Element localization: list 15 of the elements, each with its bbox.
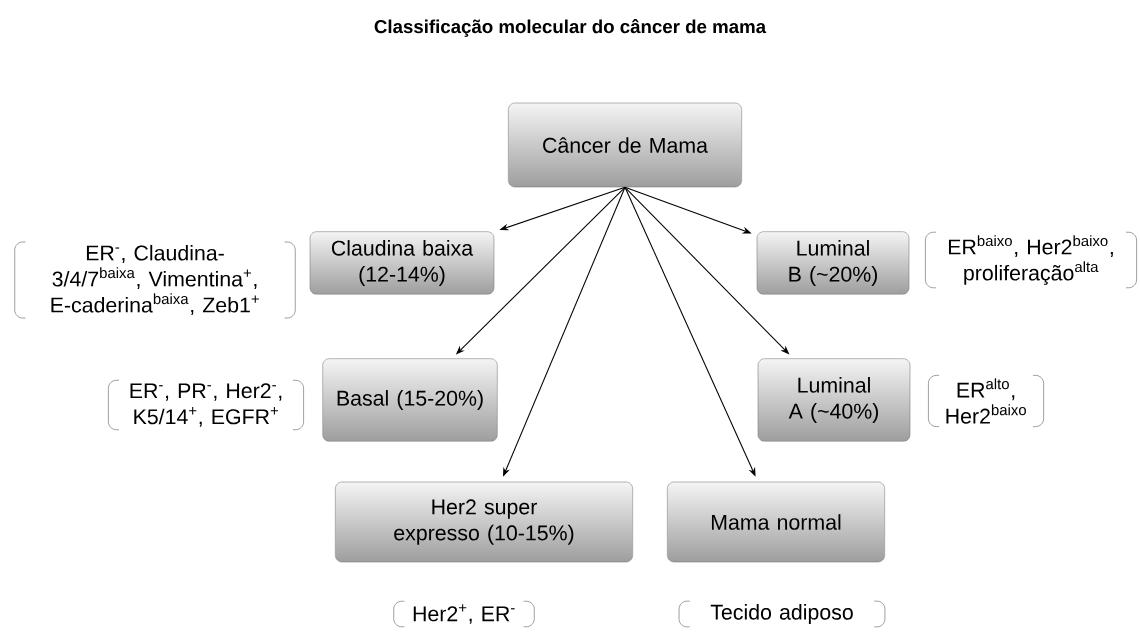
bracketed-note: ER$^{-}$, PR$^{-}$, Her2$^{-}$, K5/14$^{+}$, EGFR$^{+}$ — [108, 380, 304, 430]
bracketed-note: ER$^{alto}$, Her2$^{baixo}$ — [928, 375, 1044, 427]
category-box: Basal (15-20%) — [322, 358, 498, 442]
bracketed-note: Tecido adiposo — [678, 600, 886, 628]
category-box: Mama normal — [667, 481, 885, 563]
category-box: Luminal A (~40%) — [757, 358, 911, 442]
category-box: Claudina baixa (12-14%) — [309, 231, 495, 295]
bracketed-note: ER$^{baixo}$, Her2$^{baixo}$, proliferação$^{alta}$ — [925, 231, 1137, 289]
category-box: Luminal B (~20%) — [756, 231, 910, 295]
category-box: Câncer de Mama — [508, 102, 742, 188]
title: Classificação molecular do câncer de mama — [374, 19, 767, 37]
bracketed-note: ER$^{-}$, Claudina-3/4/7$^{baixa}$, Vimentina$^{+}$, E-caderina$^{baixa}$, Zeb1$^{+}$ — [14, 241, 296, 319]
arrow — [624, 186, 756, 477]
category-box: Her2 super expresso (10-15%) — [335, 481, 633, 563]
bracketed-note: Her2$^{+}$, ER$^{-}$ — [393, 600, 535, 628]
